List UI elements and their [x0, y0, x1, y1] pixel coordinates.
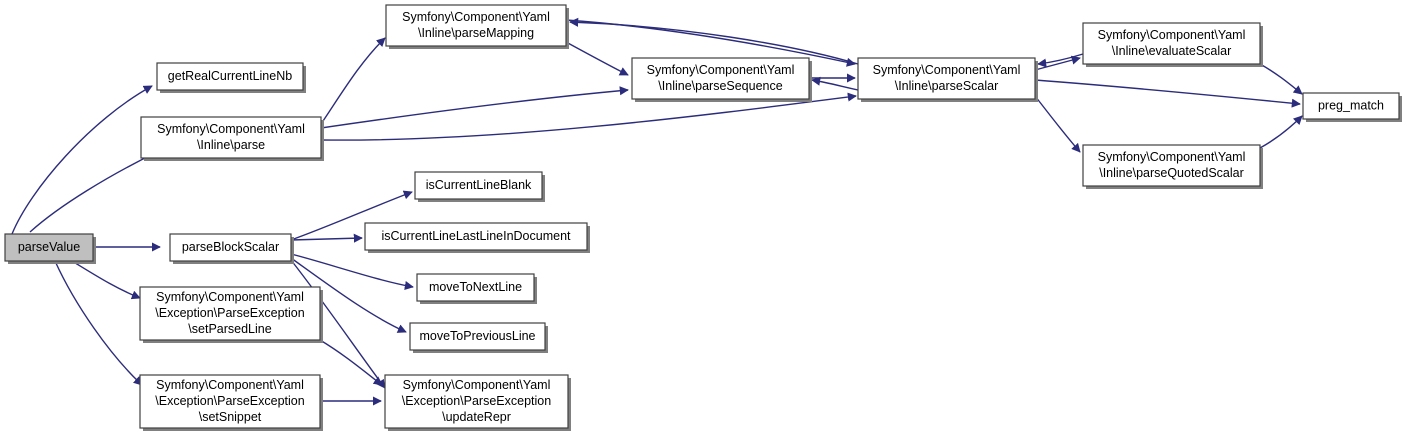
node-inlineParse[interactable]: Symfony\Component\Yaml \Inline\parse — [140, 116, 324, 161]
node-moveToNextLine[interactable]: moveToNextLine — [416, 273, 537, 304]
node-parseScalar[interactable]: Symfony\Component\Yaml \Inline\parseScala… — [857, 57, 1038, 102]
node-box[interactable] — [1082, 22, 1261, 65]
edges-layer — [11, 17, 1303, 406]
node-box[interactable] — [1082, 144, 1261, 187]
edge-parseBlockScalar-to-moveToPreviousLine — [290, 257, 407, 333]
node-label: \setParsedLine — [188, 322, 271, 336]
node-box[interactable] — [139, 286, 321, 341]
edge-parseBlockScalar-to-isCurrentLineLastLineInDocument — [290, 233, 363, 243]
node-label: moveToNextLine — [429, 280, 522, 294]
edge-parseScalar-to-parseSequence — [811, 76, 859, 91]
node-label: Symfony\Component\Yaml — [647, 63, 795, 77]
node-label: \Inline\parse — [197, 138, 265, 152]
node-label: \Inline\parseSequence — [658, 79, 782, 93]
node-label: \Exception\ParseException — [155, 306, 304, 320]
nodes-layer: parseValuegetRealCurrentLineNbSymfony\Co… — [4, 4, 1402, 431]
edge-evaluateScalar-to-parseScalar — [1037, 53, 1084, 68]
node-label: isCurrentLineBlank — [426, 178, 532, 192]
node-updateRepr[interactable]: Symfony\Component\Yaml \Exception\ParseEx… — [384, 374, 571, 431]
node-label: Symfony\Component\Yaml — [156, 290, 304, 304]
node-label: \setSnippet — [199, 410, 262, 424]
edge-inlineParse-to-parseSequence — [320, 86, 629, 129]
node-box[interactable] — [385, 4, 567, 47]
edge-inlineParse-to-parseScalar — [320, 92, 857, 141]
node-label: getRealCurrentLineNb — [168, 69, 292, 83]
node-setParsedLine[interactable]: Symfony\Component\Yaml \Exception\ParseEx… — [139, 286, 323, 343]
edge-parseQuotedScalar-to-preg_match — [1259, 115, 1303, 149]
node-setSnippet[interactable]: Symfony\Component\Yaml \Exception\ParseEx… — [139, 374, 323, 431]
edge-parseScalar-to-parseQuotedScalar — [1034, 95, 1081, 153]
edge-inlineParse-to-parseMapping — [320, 37, 386, 125]
node-label: \Exception\ParseException — [155, 394, 304, 408]
node-box[interactable] — [139, 374, 321, 429]
node-box[interactable] — [416, 273, 535, 302]
node-parseValue[interactable]: parseValue — [4, 233, 96, 264]
node-label: Symfony\Component\Yaml — [1098, 150, 1246, 164]
node-parseMapping[interactable]: Symfony\Component\Yaml \Inline\parseMappi… — [385, 4, 569, 49]
edge-parseScalar-to-parseMapping — [569, 17, 859, 65]
edge-parseValue-to-inlineParse — [29, 151, 158, 233]
edge-parseValue-to-setSnippet — [54, 260, 143, 386]
node-label: \Inline\parseQuotedScalar — [1099, 166, 1244, 180]
node-label: moveToPreviousLine — [419, 329, 535, 343]
node-box[interactable] — [140, 116, 322, 159]
node-label: Symfony\Component\Yaml — [403, 378, 551, 392]
node-parseSequence[interactable]: Symfony\Component\Yaml \Inline\parseSeque… — [631, 57, 812, 102]
edge-parseBlockScalar-to-updateRepr — [290, 259, 386, 389]
node-label: parseBlockScalar — [182, 240, 279, 254]
edge-parseBlockScalar-to-moveToNextLine — [290, 253, 414, 290]
node-label: Symfony\Component\Yaml — [402, 10, 550, 24]
node-box[interactable] — [384, 374, 569, 429]
edge-setParsedLine-to-updateRepr — [319, 339, 383, 386]
node-parseQuotedScalar[interactable]: Symfony\Component\Yaml \Inline\parseQuote… — [1082, 144, 1263, 189]
node-box[interactable] — [857, 57, 1036, 100]
node-label: \Inline\evaluateScalar — [1112, 44, 1232, 58]
edge-parseMapping-to-parseSequence — [565, 41, 629, 76]
node-box[interactable] — [4, 233, 94, 262]
node-isCurrentLineBlank[interactable]: isCurrentLineBlank — [414, 171, 545, 202]
node-label: preg_match — [1318, 98, 1384, 112]
node-label: parseValue — [18, 240, 80, 254]
node-parseBlockScalar[interactable]: parseBlockScalar — [169, 233, 294, 264]
node-label: \Inline\parseMapping — [418, 26, 534, 40]
edge-evaluateScalar-to-preg_match — [1259, 63, 1303, 95]
edge-parseBlockScalar-to-isCurrentLineBlank — [290, 190, 413, 241]
edge-parseScalar-to-evaluateScalar — [1034, 55, 1081, 71]
node-label: \updateRepr — [442, 410, 511, 424]
node-box[interactable] — [364, 222, 588, 251]
node-label: Symfony\Component\Yaml — [156, 378, 304, 392]
node-evaluateScalar[interactable]: Symfony\Component\Yaml \Inline\evaluateSc… — [1082, 22, 1263, 67]
node-label: \Inline\parseScalar — [895, 79, 999, 93]
node-box[interactable] — [156, 62, 304, 91]
edge-parseValue-to-getRealCurrentLineNb — [11, 85, 153, 235]
node-label: Symfony\Component\Yaml — [873, 63, 1021, 77]
node-box[interactable] — [169, 233, 292, 262]
node-label: Symfony\Component\Yaml — [1098, 28, 1246, 42]
node-label: Symfony\Component\Yaml — [157, 122, 305, 136]
node-box[interactable] — [414, 171, 543, 200]
edge-parseValue-to-setParsedLine — [71, 260, 141, 300]
node-moveToPreviousLine[interactable]: moveToPreviousLine — [409, 322, 548, 353]
node-isCurrentLineLastLineInDocument[interactable]: isCurrentLineLastLineInDocument — [364, 222, 590, 253]
node-label: isCurrentLineLastLineInDocument — [382, 229, 572, 243]
node-box[interactable] — [631, 57, 810, 100]
node-box[interactable] — [1302, 92, 1400, 120]
edge-parseScalar-to-preg_match — [1034, 79, 1301, 108]
node-label: \Exception\ParseException — [402, 394, 551, 408]
node-getRealCurrentLineNb[interactable]: getRealCurrentLineNb — [156, 62, 306, 93]
node-box[interactable] — [409, 322, 546, 351]
node-preg_match[interactable]: preg_match — [1302, 92, 1402, 122]
